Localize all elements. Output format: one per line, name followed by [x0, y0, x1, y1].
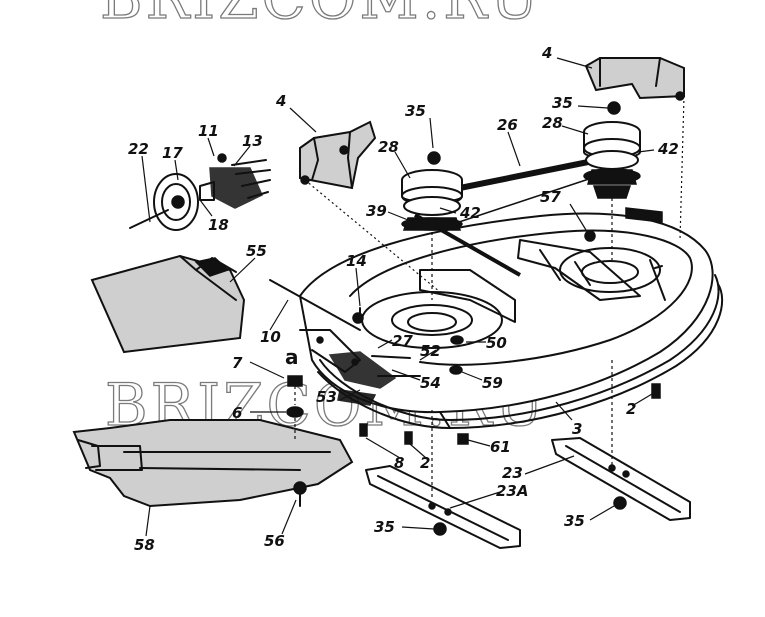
left-spindle-pulley [401, 151, 463, 231]
mower-deck-housing [299, 212, 724, 429]
callout-2-left: 2 [420, 454, 430, 472]
callout-27: 27 [392, 332, 413, 350]
front-bumper [72, 419, 354, 508]
callout-4-left: 4 [275, 92, 286, 110]
callout-56: 56 [264, 532, 285, 550]
belt-guard-left [299, 120, 377, 190]
watermark-top: BRIZCOM.RU [100, 0, 542, 32]
callout-35-bottom-right: 35 [564, 512, 585, 530]
callout-10: 10 [260, 328, 281, 346]
callout-a: a [285, 345, 299, 369]
callout-14: 14 [346, 252, 367, 270]
callout-13: 13 [242, 132, 263, 150]
callout-42-left: 42 [459, 204, 481, 222]
callout-4-right: 4 [541, 44, 552, 62]
idler-pulley-assembly [129, 153, 271, 231]
callout-35-top: 35 [405, 102, 426, 120]
callout-59: 59 [482, 374, 503, 392]
callout-23a: 23A [496, 482, 528, 500]
callout-23: 23 [502, 464, 523, 482]
guard-bracket [584, 207, 663, 242]
callout-57: 57 [540, 188, 561, 206]
callout-35-top-right: 35 [552, 94, 573, 112]
callout-8: 8 [394, 454, 404, 472]
callout-61: 61 [490, 438, 511, 456]
discharge-deflector [90, 254, 246, 354]
callout-11: 11 [198, 122, 219, 140]
callout-2-right: 2 [626, 400, 636, 418]
callout-35-bottom-left: 35 [374, 518, 395, 536]
callout-28-left: 28 [378, 138, 399, 156]
belt-guard-right [584, 57, 685, 101]
callout-17: 17 [162, 144, 183, 162]
callout-42-right: 42 [657, 140, 679, 158]
callout-labels: 22 17 11 13 18 4 4 35 35 28 28 26 42 42 … [128, 44, 679, 554]
callout-54: 54 [420, 374, 441, 392]
leader-lines [141, 57, 655, 537]
callout-26: 26 [497, 116, 518, 134]
callout-28-right: 28 [542, 114, 563, 132]
fasteners [286, 307, 661, 445]
callout-7: 7 [232, 354, 243, 372]
callout-22: 22 [128, 140, 149, 158]
callout-58: 58 [134, 536, 155, 554]
right-blade [551, 437, 691, 521]
right-spindle-pulley [583, 101, 641, 199]
callout-6: 6 [232, 404, 242, 422]
callout-3: 3 [572, 420, 582, 438]
left-blade [365, 465, 521, 549]
callout-18: 18 [208, 216, 229, 234]
callout-53: 53 [316, 388, 337, 406]
callout-55: 55 [246, 242, 267, 260]
callout-50: 50 [486, 334, 507, 352]
callout-39: 39 [366, 202, 387, 220]
assembly-guide-lines [304, 95, 685, 500]
callout-52: 52 [420, 342, 441, 360]
